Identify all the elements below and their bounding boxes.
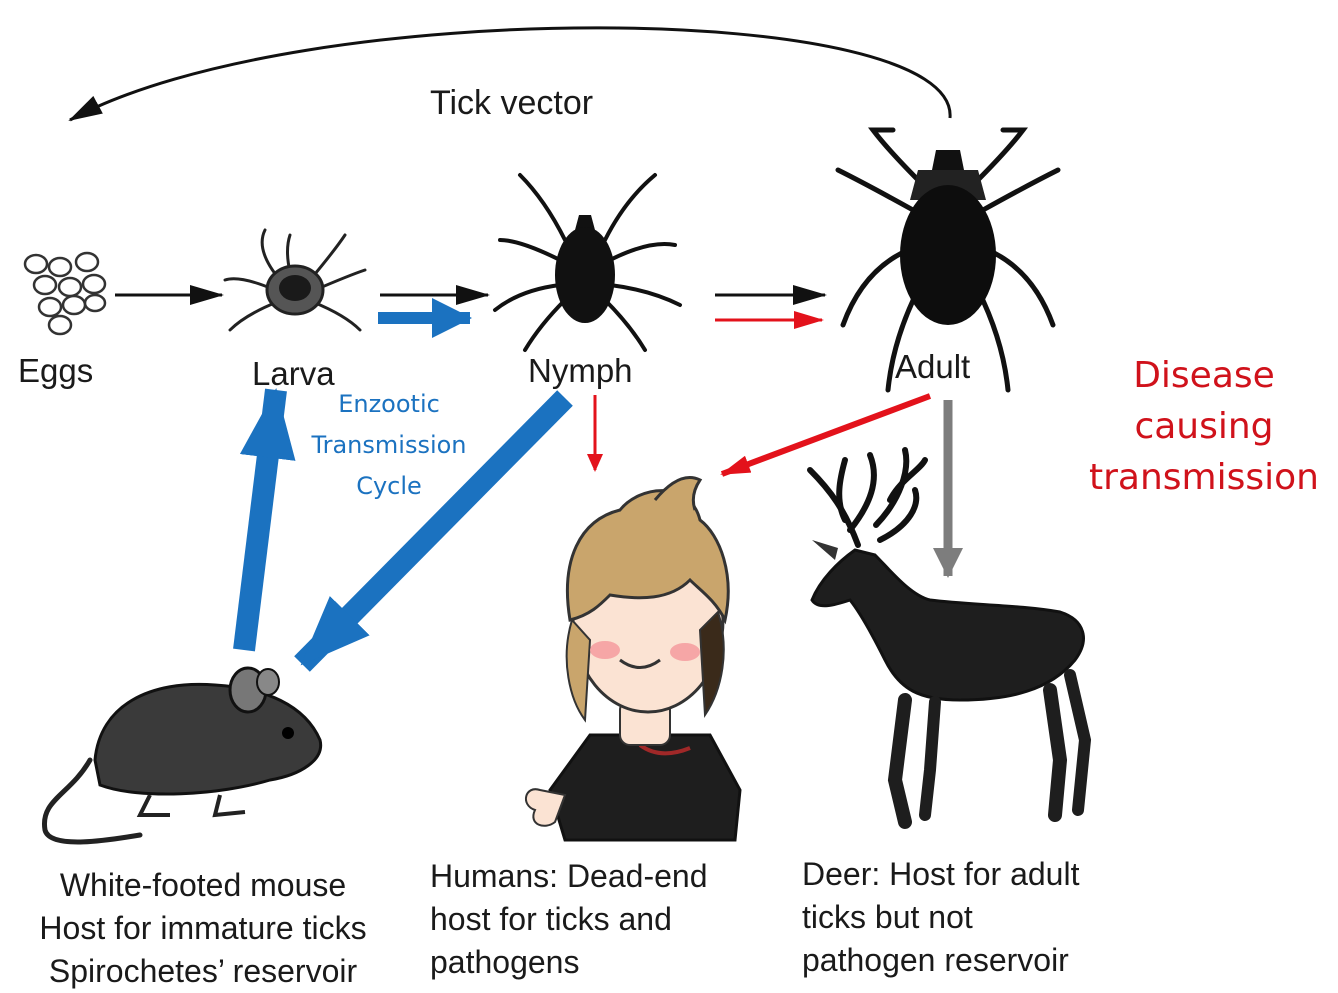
- larva-tick-icon: [225, 230, 365, 330]
- mouse-caption-line-1: White-footed mouse: [28, 864, 378, 907]
- deer-caption-line-3: pathogen reservoir: [802, 939, 1079, 982]
- enzootic-line-3: Cycle: [300, 466, 478, 507]
- mouse-caption: White-footed mouse Host for immature tic…: [28, 864, 378, 993]
- enzootic-cycle-label: Enzootic Transmission Cycle: [300, 384, 478, 507]
- mouse-icon: [44, 668, 320, 842]
- mouse-caption-line-2: Host for immature ticks: [28, 907, 378, 950]
- human-caption-line-1: Humans: Dead-end: [430, 855, 707, 898]
- human-caption: Humans: Dead-end host for ticks and path…: [430, 855, 707, 984]
- enzootic-line-1: Enzootic: [300, 384, 478, 425]
- disease-line-2: causing: [1078, 401, 1330, 452]
- deer-caption: Deer: Host for adult ticks but not patho…: [802, 853, 1079, 982]
- stage-label-adult: Adult: [895, 348, 970, 386]
- diagram-title: Tick vector: [430, 84, 593, 123]
- deer-caption-line-2: ticks but not: [802, 896, 1079, 939]
- mouse-to-larva-arrow: [244, 390, 276, 650]
- human-caption-line-2: host for ticks and: [430, 898, 707, 941]
- adult-to-human-arrow: [722, 396, 930, 474]
- disease-transmission-label: Disease causing transmission: [1078, 350, 1330, 503]
- human-caption-line-3: pathogens: [430, 941, 707, 984]
- stage-label-nymph: Nymph: [528, 352, 633, 390]
- deer-caption-line-1: Deer: Host for adult: [802, 853, 1079, 896]
- nymph-tick-icon: [495, 175, 680, 350]
- human-icon: [526, 478, 740, 841]
- disease-line-3: transmission: [1078, 452, 1330, 503]
- enzootic-line-2: Transmission: [300, 425, 478, 466]
- stage-label-eggs: Eggs: [18, 352, 93, 390]
- tick-eggs-icon: [25, 253, 105, 334]
- disease-line-1: Disease: [1078, 350, 1330, 401]
